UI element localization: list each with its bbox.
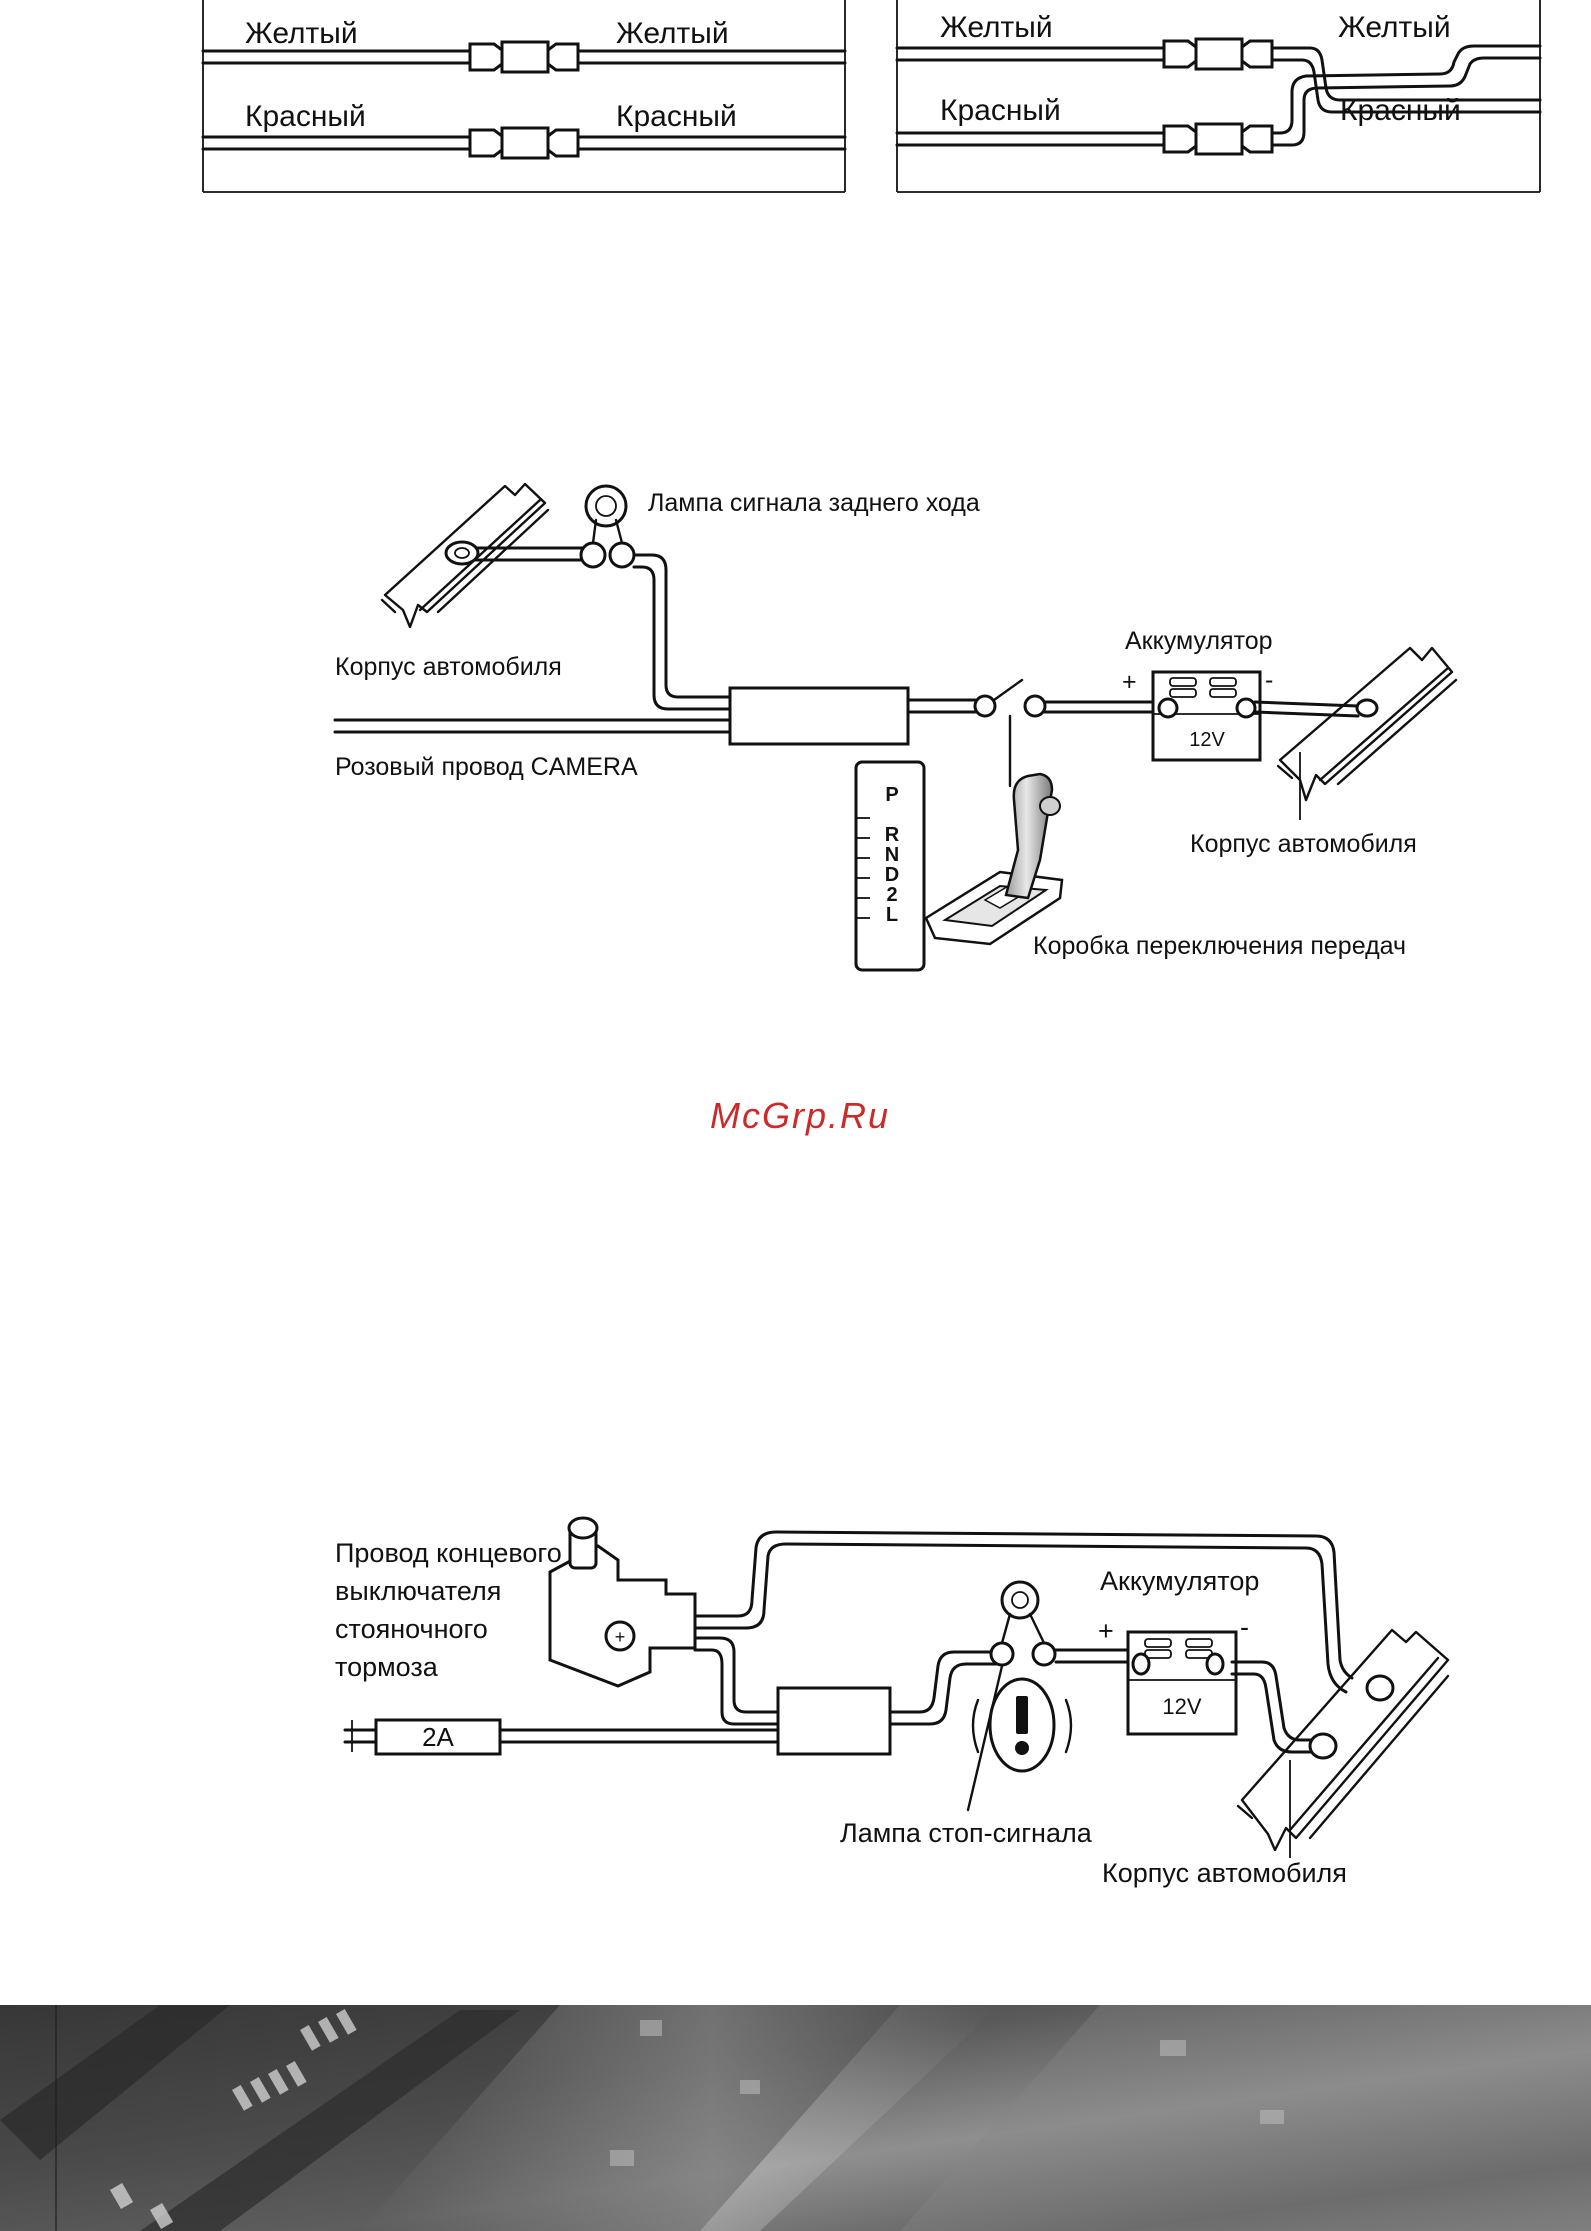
brake-diagram: + 2A [335, 1516, 1450, 1888]
car-body-left-label: Корпус автомобиля [335, 653, 562, 681]
splice-connector-red-right [1162, 122, 1274, 156]
car-body-rail-brake [1236, 1628, 1450, 1852]
ground-bolt-left [444, 540, 480, 566]
reverse-lamp [579, 484, 636, 569]
gear-indicator: P R N D 2 L [854, 760, 926, 972]
gear-p: P [885, 784, 898, 806]
splice-connector-red-left [468, 126, 580, 160]
battery-reverse-minus: - [1265, 666, 1273, 694]
gear-l: L [886, 904, 898, 926]
ground-bolt-right [1299, 698, 1379, 820]
battery-reverse-plus: + [1122, 668, 1137, 696]
splice-panel-left: Желтый Желтый Красный Красный [201, 0, 847, 193]
reverse-diagram: P R N D 2 L Лампа сигнала заднего хода К… [333, 482, 1458, 972]
parking-wire-label-line-3: стояночного [335, 1614, 488, 1644]
battery-brake-minus: - [1240, 1612, 1249, 1642]
car-body-rail-right [1276, 646, 1458, 802]
gear-d: D [885, 864, 899, 886]
battery-reverse [1151, 670, 1262, 762]
battery-brake-label: Аккумулятор [1100, 1566, 1259, 1596]
gearbox-label: Коробка переключения передач [1033, 932, 1406, 960]
label-yellow-left-b: Желтый [616, 17, 729, 50]
decorative-footer-photo [0, 2005, 1591, 2231]
ground-bolt-brake-b [1308, 1732, 1338, 1760]
label-yellow-right-a: Желтый [940, 11, 1053, 44]
label-yellow-left-a: Желтый [245, 17, 358, 50]
battery-reverse-label: Аккумулятор [1125, 627, 1273, 655]
camera-module-box [728, 686, 910, 746]
brake-lamp [966, 1580, 1073, 1812]
parking-wire-label-line-1: Провод концевого [335, 1538, 562, 1568]
fuse-box [374, 1718, 502, 1756]
label-red-right-a: Красный [940, 94, 1061, 127]
splice-panel-right: Желтый Желтый Красный Красный [895, 0, 1542, 193]
switch-plus-mark: + [615, 1627, 626, 1647]
battery-reverse-voltage: 12V [1189, 729, 1225, 751]
parking-wire-label-line-4: тормоза [335, 1652, 439, 1682]
splice-connector-yellow-right [1162, 37, 1274, 71]
gear-shifter [924, 772, 1064, 946]
parking-brake-switch: + [548, 1516, 697, 1688]
watermark-text: McGrp.Ru [710, 1095, 890, 1136]
gear-n: N [885, 844, 899, 866]
splice-connector-yellow-left [468, 40, 580, 74]
ground-bolt-brake-a [1365, 1674, 1395, 1702]
battery-brake [1126, 1630, 1238, 1736]
gear-r: R [885, 824, 900, 846]
reverse-lamp-label: Лампа сигнала заднего хода [648, 489, 980, 517]
pink-wire-label: Розовый провод CAMERA [335, 753, 638, 781]
gear-switch [973, 678, 1047, 788]
car-body-brake-label: Корпус автомобиля [1102, 1858, 1347, 1888]
battery-brake-voltage: 12V [1162, 1694, 1201, 1719]
brake-lamp-label: Лампа стоп-сигнала [840, 1818, 1093, 1848]
car-body-right-label: Корпус автомобиля [1190, 830, 1417, 858]
label-red-left-a: Красный [245, 100, 366, 133]
label-red-left-b: Красный [616, 100, 737, 133]
label-red-right-b: Красный [1340, 94, 1461, 127]
gear-2: 2 [886, 884, 897, 906]
parking-wire-label-line-2: выключателя [335, 1576, 501, 1606]
battery-brake-plus: + [1098, 1616, 1114, 1646]
brake-module-box [776, 1686, 892, 1756]
label-yellow-right-b: Желтый [1338, 11, 1451, 44]
fuse-label: 2A [422, 1722, 454, 1752]
film-strip-pattern [109, 2009, 357, 2230]
